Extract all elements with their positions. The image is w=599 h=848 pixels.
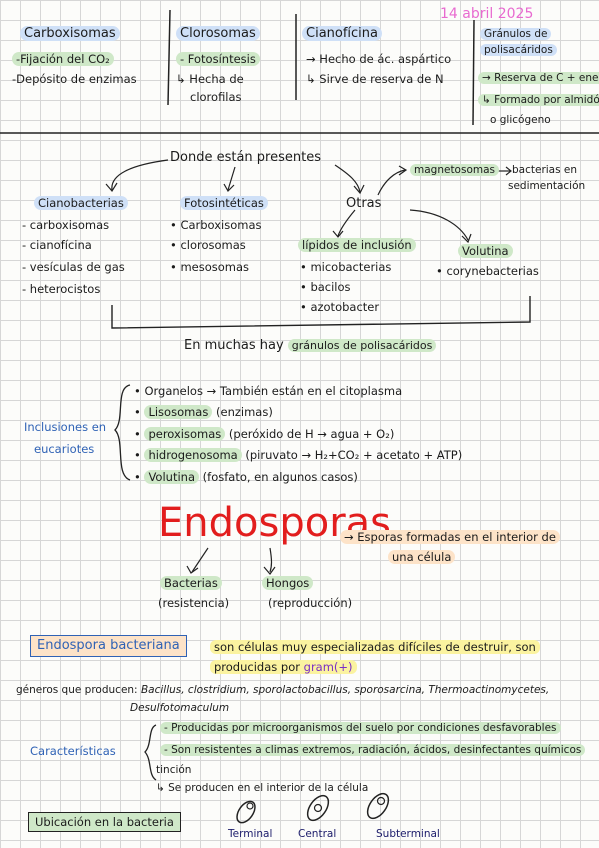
cyano-item: - cianofícina (22, 238, 92, 252)
photo-item: • mesosomas (170, 260, 250, 274)
cianoficina-item: → Hecho de ác. aspártico (306, 52, 452, 66)
date-label: 14 abril 2025 (440, 6, 534, 22)
endosporas-def: → Esporas formadas en el interior de (340, 530, 560, 544)
caract-label: Características (30, 744, 116, 758)
endosporas-def: una célula (388, 550, 456, 564)
granulos-item: → Reserva de C + energía (478, 72, 599, 85)
bact-endo-line1: son células muy especializadas difíciles… (210, 640, 540, 654)
cianoficina-item: ↳ Sirve de reserva de N (306, 72, 444, 86)
lipid-item: • micobacterias (300, 260, 392, 274)
lipid-item: • bacilos (300, 280, 351, 294)
bact-endo-line2: producidas por gram(+) (210, 660, 357, 674)
subterminal-label: Subterminal (376, 828, 440, 840)
caract-item: - Son resistentes a climas extremos, rad… (160, 744, 586, 757)
magnet-desc: bacterias en (512, 164, 578, 176)
euk-item: • Organelos → También están en el citopl… (134, 384, 403, 398)
caract-item: ↳ Se producen en el interior de la célul… (156, 782, 369, 794)
where-heading: Donde están presentes (170, 150, 321, 165)
clorosomas-item: - Fotosíntesis (176, 52, 260, 66)
central-label: Central (298, 828, 337, 840)
cyano-item: - heterocistos (22, 282, 101, 296)
granulos-item: ↳ Formado por almidón (478, 94, 599, 107)
lipid-title: lípidos de inclusión (298, 238, 416, 252)
otras-title: Otras (346, 196, 382, 211)
carboxisomas-title: Carboxisomas (20, 26, 120, 42)
photo-item: • clorosomas (170, 238, 246, 252)
cyano-title: Cianobacterias (34, 196, 128, 210)
bacterias-label: Bacterias (160, 576, 222, 590)
central-spore-icon (306, 794, 330, 822)
photo-item: • Carboxisomas (170, 218, 262, 232)
terminal-label: Terminal (228, 828, 273, 840)
granulos-title: Gránulos de (480, 28, 552, 41)
terminal-spore-icon (236, 800, 256, 824)
magnet-desc: sedimentación (508, 180, 586, 192)
carboxisomas-item: -Fijación del CO₂ (12, 52, 114, 66)
clorosomas-item: clorofilas (190, 90, 242, 104)
generos-line-2: Desulfotomaculum (130, 702, 230, 714)
volut-item: • corynebacterias (436, 264, 539, 278)
hongos-sub: (reproducción) (268, 596, 353, 610)
euk-item: • hidrogenosoma (piruvato → H₂+CO₂ + ace… (134, 448, 463, 462)
euk-item: • Lisosomas (enzimas) (134, 405, 273, 419)
euk-item: • peroxisomas (peróxido de H → agua + O₂… (134, 427, 395, 441)
ubicacion-box: Ubicación en la bacteria (28, 812, 181, 832)
magnet-label: magnetosomas (410, 164, 500, 177)
euk-label: Inclusiones en (24, 420, 107, 434)
endospora-bacteriana-box: Endospora bacteriana (30, 635, 187, 657)
granulos-title-2: polisacáridos (480, 44, 557, 57)
where-footer: En muchas hay gránulos de polisacáridos (184, 338, 437, 354)
euk-label: eucariotes (34, 442, 95, 456)
caract-item: tinción (156, 764, 192, 776)
generos-line: géneros que producen: Bacillus, clostrid… (16, 684, 550, 696)
lipid-item: • azotobacter (300, 300, 380, 314)
cyano-item: - vesículas de gas (22, 260, 125, 274)
clorosomas-title: Clorosomas (176, 26, 260, 42)
subterminal-spore-icon (366, 792, 390, 820)
volut-title: Volutina (458, 244, 513, 258)
granulos-item: o glicógeno (490, 114, 551, 126)
bacterias-sub: (resistencia) (158, 596, 230, 610)
cyano-item: - carboxisomas (22, 218, 110, 232)
carboxisomas-item: -Depósito de enzimas (12, 72, 137, 86)
photo-title: Fotosintéticas (180, 196, 268, 210)
hongos-label: Hongos (262, 576, 314, 590)
clorosomas-item: ↳ Hecha de (176, 72, 244, 86)
euk-item: • Volutina (fosfato, en algunos casos) (134, 470, 358, 484)
caract-item: - Producidas por microorganismos del sue… (160, 722, 561, 735)
cianoficina-title: Cianofícina (302, 26, 383, 42)
